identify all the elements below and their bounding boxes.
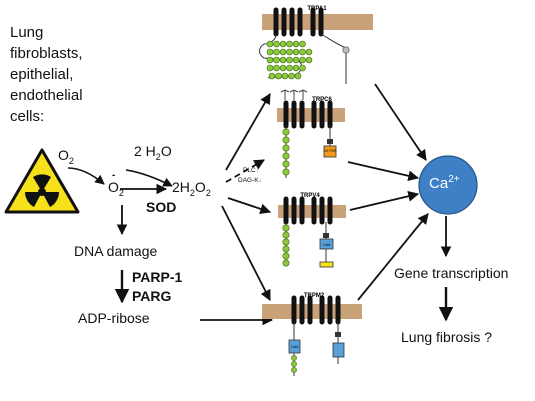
oxygen-label: O2 xyxy=(58,147,74,166)
repeat-bead xyxy=(282,168,290,176)
repeat-bead xyxy=(305,56,313,64)
dagk-label: DAG-K↓ xyxy=(238,177,262,184)
repeat-bead xyxy=(279,48,287,56)
trpa1-channel xyxy=(259,7,373,84)
trpm2-channel xyxy=(262,295,362,376)
repeat-bead xyxy=(286,64,293,72)
cell-line-4: endothelial xyxy=(10,87,83,104)
repeat-bead xyxy=(291,367,297,373)
cell-types-label: Lung fibroblasts, epithelial, endothelia… xyxy=(10,22,120,127)
h2o2-to-trpm2-arrow xyxy=(221,205,271,301)
calcium-ion-circle xyxy=(418,155,478,215)
repeat-bead xyxy=(299,48,306,56)
repeat-bead xyxy=(268,72,276,80)
repeat-bead xyxy=(281,72,289,80)
repeat-bead xyxy=(292,64,300,72)
repeat-bead xyxy=(279,56,287,64)
o2-curve-arrow xyxy=(67,167,105,185)
repeat-bead xyxy=(288,72,295,80)
cam-box-label-2: CaM xyxy=(291,345,298,349)
trpc6-label: TRPC6 xyxy=(312,97,332,103)
repeat-bead xyxy=(282,259,290,267)
repeat-bead xyxy=(291,355,297,361)
radiation-hazard-icon xyxy=(4,148,80,214)
water-curve-arrow xyxy=(125,169,173,187)
repeat-bead xyxy=(282,160,290,168)
trpc6-to-calcium-arrow xyxy=(347,161,420,182)
ankyrin-repeat-beads xyxy=(266,40,313,373)
cam-box-label: CaM xyxy=(323,243,330,247)
trpa1-to-calcium-arrow xyxy=(374,83,427,161)
gene-transcription-label: Gene transcription xyxy=(394,265,509,281)
adp-ribose-label: ADP-ribose xyxy=(78,310,150,326)
repeat-bead xyxy=(305,48,313,56)
repeat-bead xyxy=(282,245,290,253)
repeat-bead xyxy=(282,144,290,152)
parp1-label: PARP-1 xyxy=(132,269,183,285)
repeat-bead xyxy=(286,40,293,48)
cell-line-5: cells: xyxy=(10,108,45,125)
repeat-bead xyxy=(299,40,306,48)
repeat-bead xyxy=(292,40,300,48)
cell-line-1: Lung xyxy=(10,24,44,41)
trpa1-label: TRPA1 xyxy=(307,6,327,12)
cell-line-3: epithelial, xyxy=(10,66,74,83)
repeat-bead xyxy=(282,231,290,239)
parg-label: PARG xyxy=(132,288,172,304)
repeat-bead xyxy=(299,56,306,64)
trpv4-channel xyxy=(278,196,346,268)
repeat-bead xyxy=(282,136,290,144)
trpm2-to-calcium-arrow xyxy=(357,213,429,301)
trpc6-channel xyxy=(277,89,345,178)
plc-label: PLC↑ xyxy=(243,167,259,174)
h2o2-to-trpc6-dashed-arrow xyxy=(225,159,265,183)
calcium-label: Ca2+ xyxy=(429,174,460,192)
trpm2-label: TRPM2 xyxy=(304,293,325,299)
dna-damage-label: DNA damage xyxy=(74,243,158,259)
hydrogen-peroxide-label: 2H2O2 xyxy=(172,179,211,198)
repeat-bead xyxy=(282,224,290,232)
repeat-bead xyxy=(266,40,274,48)
repeat-bead xyxy=(266,56,274,64)
trpv4-to-calcium-arrow xyxy=(349,190,420,211)
repeat-bead xyxy=(273,40,280,48)
water-label: 2 H2O xyxy=(134,143,172,162)
repeat-bead xyxy=(286,48,293,56)
repeat-bead xyxy=(299,64,306,72)
repeat-bead xyxy=(273,64,280,72)
superoxide-label: O-2 xyxy=(108,170,124,198)
pkc-box-label: CK PKR xyxy=(323,149,337,153)
repeat-bead xyxy=(292,56,300,64)
repeat-bead xyxy=(279,40,287,48)
lung-fibrosis-label: Lung fibrosis ? xyxy=(401,329,493,345)
repeat-bead xyxy=(282,252,290,260)
repeat-bead xyxy=(282,128,290,136)
repeat-bead xyxy=(292,48,300,56)
repeat-bead xyxy=(282,152,290,160)
h2o2-to-trpa1-arrow xyxy=(225,93,271,171)
repeat-bead xyxy=(294,72,302,80)
repeat-bead xyxy=(266,48,274,56)
repeat-bead xyxy=(282,238,290,246)
repeat-bead xyxy=(266,64,274,72)
repeat-bead xyxy=(273,56,280,64)
repeat-bead xyxy=(273,48,280,56)
repeat-bead xyxy=(275,72,282,80)
trpv4-label: TRPV4 xyxy=(300,193,320,199)
cell-line-2: fibroblasts, xyxy=(10,45,83,62)
h2o2-to-trpv4-arrow xyxy=(227,197,272,215)
repeat-bead xyxy=(286,56,293,64)
repeat-bead xyxy=(279,64,287,72)
repeat-bead xyxy=(291,361,297,367)
sod-label: SOD xyxy=(146,199,177,215)
